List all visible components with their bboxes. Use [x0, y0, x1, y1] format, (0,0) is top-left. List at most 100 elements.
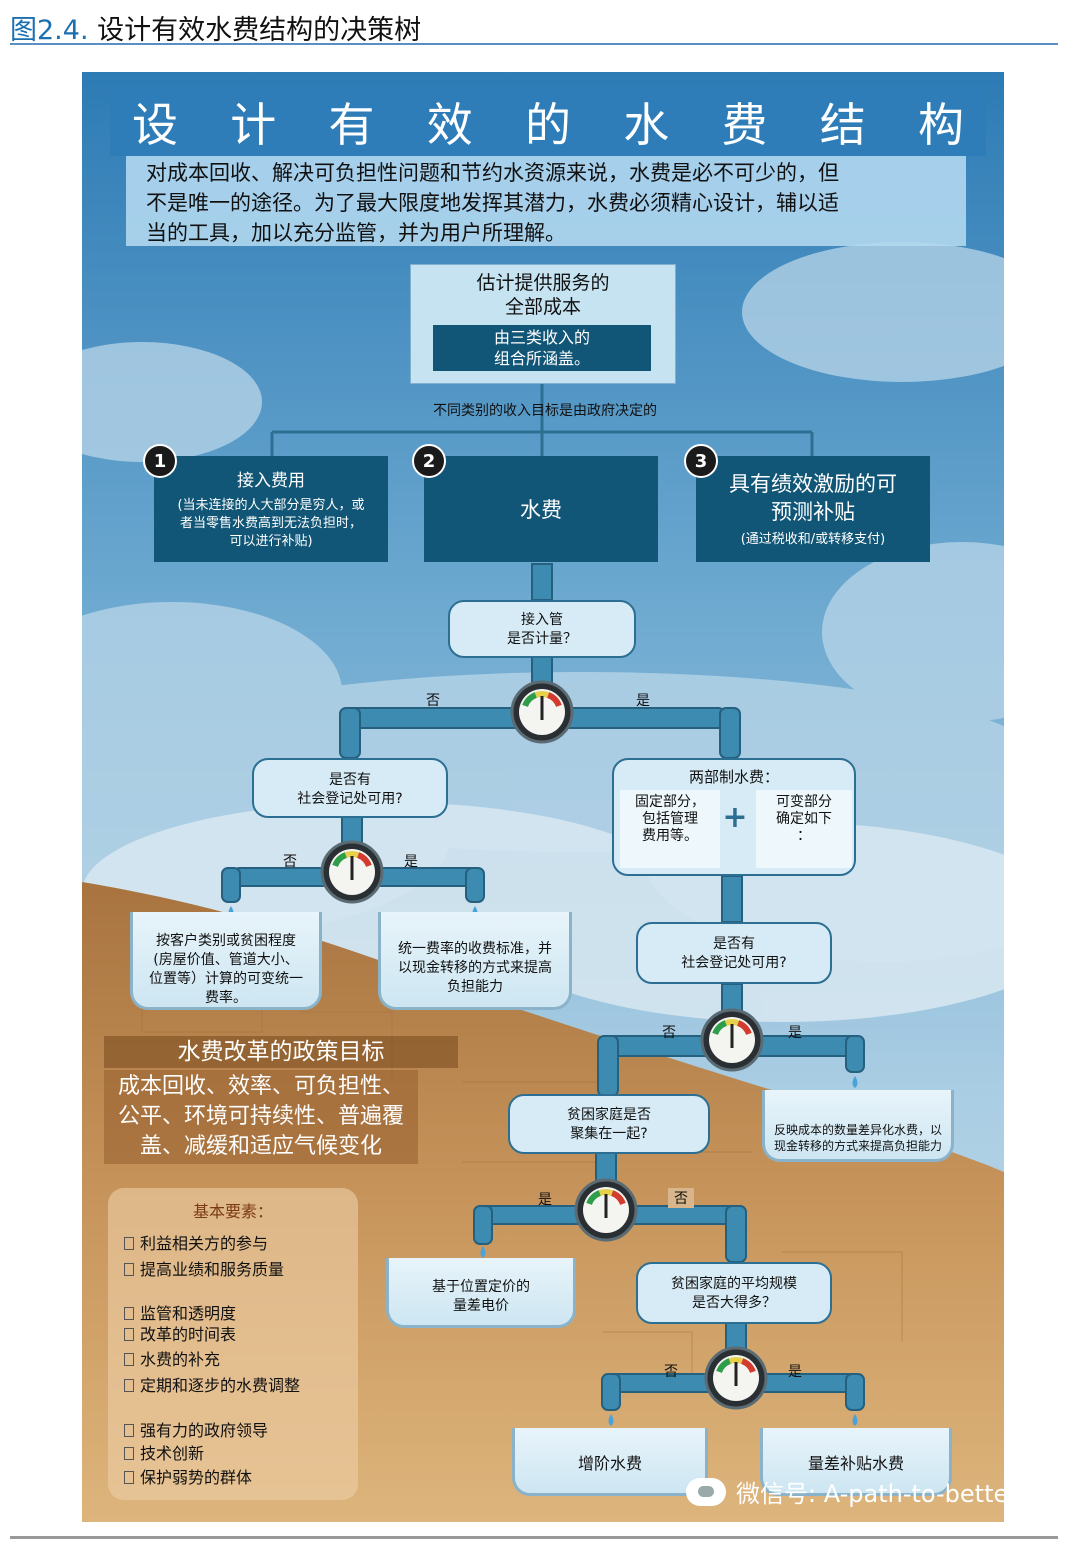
tree-connectors [270, 382, 814, 456]
number-badge-2: 2 [412, 444, 446, 478]
banner-title-char: 有 [328, 98, 375, 152]
branch-label-no: 否 [426, 693, 440, 709]
outcome-line: 增阶水费 [577, 1454, 642, 1473]
subsidy-detail: (通过税收和/或转移支付) [740, 532, 886, 547]
outcome-line: 统一费率的收费标准，并 [398, 941, 552, 957]
question-metered: 接入管 是否计量？ [448, 600, 636, 658]
outcome-line: 以现金转移的方式来提高 [398, 960, 552, 976]
banner-title-char: 费 [721, 98, 768, 152]
outcome-line: 反映成本的数量差异化水费，以 [773, 1123, 942, 1137]
wechat-icon [686, 1477, 726, 1506]
watermark: 微信号: A-path-to-better [686, 1474, 1018, 1509]
fixed-part-line: 固定部分， [635, 794, 705, 810]
outcome-line: 量差电价 [453, 1298, 509, 1314]
question-line: 聚集在一起? [570, 1126, 648, 1142]
revenue-box-tariff: 水费 [424, 456, 658, 562]
basic-elements-title: 基本要素： [192, 1202, 273, 1221]
question-line: 贫困家庭是否 [567, 1107, 651, 1123]
banner-title-char: 效 [426, 98, 473, 152]
top-rule [10, 43, 1058, 45]
question-registry-left: 是否有 社会登记处可用? [252, 758, 448, 818]
full-cost-line: 估计提供服务的 [476, 272, 610, 294]
basic-element-label: 利益相关方的参与 [140, 1234, 269, 1253]
figure-title: 图2.4. 设计有效水费结构的决策树 [10, 8, 421, 47]
basic-element: 水费的补充 [124, 1346, 220, 1370]
policy-goals-text: 成本回收、效率、可负担性、 公平、环境可持续性、普遍覆 盖、减缓和适应气候变化 [104, 1070, 418, 1164]
basic-element-label: 保护弱势的群体 [140, 1468, 253, 1487]
two-part-tariff-box: 两部制水费： 固定部分， 包括管理 费用等。 + 可变部分 确定如下 ： [612, 758, 856, 876]
policy-goals-heading: 水费改革的政策目标 [104, 1036, 458, 1068]
variable-part: 可变部分 确定如下 ： [756, 790, 852, 868]
revenue-mix-box: 由三类收入的 组合所涵盖。 [433, 325, 651, 371]
connection-fee-title: 接入费用 [237, 471, 305, 491]
outcome-line: 现金转移的方式来提高负担能力 [773, 1139, 942, 1153]
basic-element-label: 定期和逐步的水费调整 [140, 1376, 301, 1395]
full-cost-title: 估计提供服务的 全部成本 [411, 271, 675, 319]
outcome-location-pricing: 基于位置定价的 量差电价 [386, 1258, 576, 1328]
branch-label-yes: 是 [404, 854, 418, 870]
intro-line: 不是唯一的途径。为了最大限度地发挥其潜力，水费必须精心设计，辅以适 [146, 191, 839, 215]
question-line: 是否计量？ [507, 631, 577, 647]
basic-element: 提高业绩和服务质量 [124, 1256, 284, 1280]
checkbox-icon [124, 1353, 134, 1366]
variable-part-line: ： [797, 828, 811, 844]
fixed-part-line: 费用等。 [642, 828, 698, 844]
checkbox-icon [124, 1379, 134, 1392]
branch-label-yes: 是 [788, 1025, 802, 1041]
gauge-icon [700, 1008, 764, 1072]
watermark-text: 微信号: A-path-to-better [736, 1480, 1019, 1508]
checkbox-icon [124, 1263, 134, 1276]
intro-line: 当的工具，加以充分监管，并为用户所理解。 [146, 221, 566, 245]
connection-fee-detail: (当未连接的人大部分是穷人，或 [177, 498, 365, 513]
checkbox-icon [124, 1424, 134, 1437]
basic-element-label: 提高业绩和服务质量 [140, 1260, 285, 1279]
question-household-size: 贫困家庭的平均规模 是否大得多？ [636, 1262, 832, 1324]
question-line: 是否大得多？ [692, 1295, 776, 1311]
basic-element-label: 强有力的政府领导 [140, 1421, 269, 1440]
banner-title-char: 计 [230, 98, 277, 152]
subsidy-title: 预测补贴 [771, 500, 855, 524]
gauge-icon [704, 1346, 768, 1410]
checkbox-icon [124, 1471, 134, 1484]
figure-title-text: 设计有效水费结构的决策树 [97, 15, 422, 46]
gauge-icon [574, 1178, 638, 1242]
branch-label-yes: 是 [538, 1192, 552, 1208]
checkbox-icon [124, 1447, 134, 1460]
basic-element-label: 改革的时间表 [140, 1325, 237, 1344]
outcome-increasing-block-tariff: 增阶水费 [512, 1428, 708, 1496]
outcome-variable-flat-rate: 按客户类别或贫困程度 (房屋价值、管道大小、 位置等）计算的可变统一 费率。 [130, 912, 322, 1010]
basic-elements-panel: 基本要素： 利益相关方的参与 提高业绩和服务质量 监管和透明度 改革的时间表 水… [108, 1188, 358, 1500]
policy-goal-line: 公平、环境可持续性、普遍覆 [117, 1104, 404, 1129]
variable-part-line: 可变部分 [776, 794, 832, 810]
basic-element: 定期和逐步的水费调整 [124, 1372, 300, 1396]
gauge-icon [320, 840, 384, 904]
branch-label-no: 否 [668, 1188, 694, 1208]
revenue-mix-line: 由三类收入的 [493, 328, 590, 347]
branch-label-no: 否 [664, 1364, 678, 1380]
question-line: 是否有 [713, 936, 755, 952]
intro-text: 对成本回收、解决可负担性问题和节约水资源来说，水费是必不可少的，但 不是唯一的途… [126, 156, 966, 246]
intro-line: 对成本回收、解决可负担性问题和节约水资源来说，水费是必不可少的，但 [146, 161, 839, 185]
basic-element: 保护弱势的群体 [124, 1464, 252, 1488]
connection-fee-detail: 可以进行补贴) [229, 534, 313, 549]
basic-element-label: 技术创新 [140, 1444, 205, 1463]
basic-element-label: 监管和透明度 [140, 1304, 237, 1323]
outcome-uniform-with-transfer: 统一费率的收费标准，并 以现金转移的方式来提高 负担能力 [378, 912, 572, 1010]
checkbox-icon [124, 1328, 134, 1341]
question-line: 接入管 [521, 612, 563, 628]
plus-sign: + [722, 800, 748, 835]
fixed-part-line: 包括管理 [642, 811, 698, 827]
basic-element-label: 水费的补充 [140, 1350, 221, 1369]
outcome-line: 位置等）计算的可变统一 [149, 971, 303, 987]
revenue-box-subsidy: 具有绩效激励的可 预测补贴 (通过税收和/或转移支付) [696, 456, 930, 562]
figure-number: 图2.4. [10, 15, 89, 46]
revenue-box-connection-fee: 接入费用 (当未连接的人大部分是穷人，或 者当零售水费高到无法负担时， 可以进行… [154, 456, 388, 562]
number-badge-1: 1 [143, 444, 177, 478]
banner-title-char: 结 [819, 98, 866, 152]
basic-element: 监管和透明度 [124, 1300, 236, 1324]
outcome-line: 负担能力 [447, 979, 503, 995]
outcome-line: (房屋价值、管道大小、 [153, 952, 299, 968]
gauges [320, 680, 768, 1410]
question-line: 社会登记处可用? [297, 791, 403, 807]
